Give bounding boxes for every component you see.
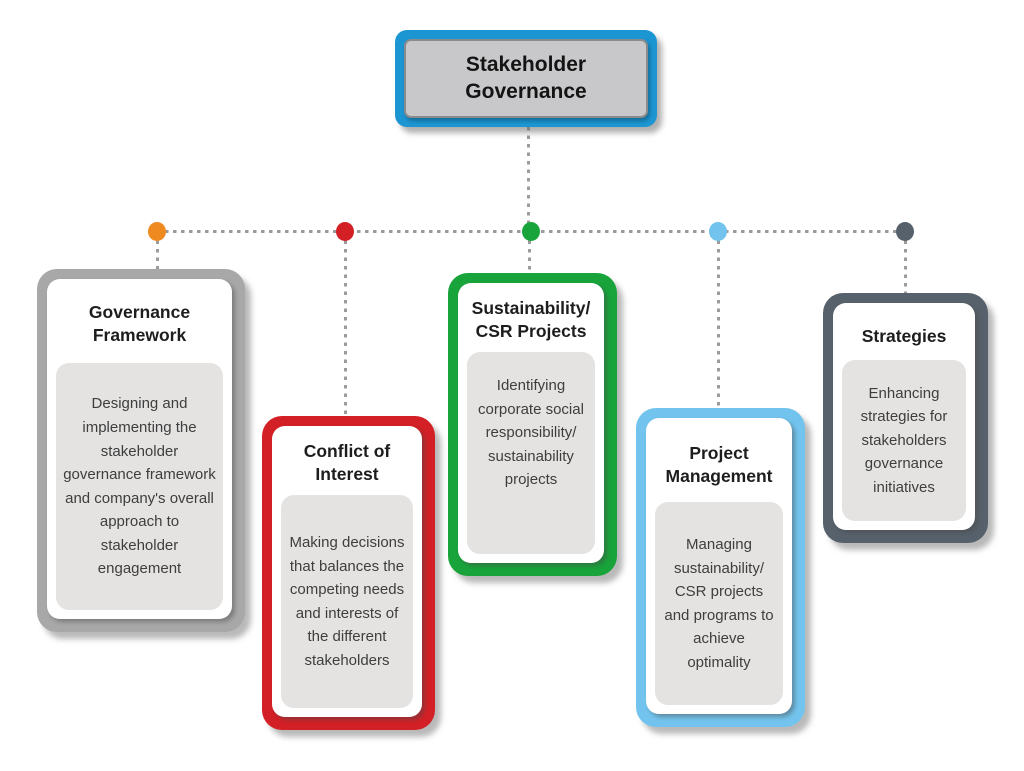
branch-dot-sustainability-csr: [522, 222, 540, 241]
connector-vertical-line-governance-framework: [156, 232, 159, 269]
connector-root-vertical-line: [527, 127, 530, 231]
card-sustainability-csr-projects: Sustainability/ CSR Projects Identifying…: [448, 273, 617, 576]
connector-vertical-line-project-management: [717, 232, 720, 408]
branch-dot-governance-framework: [148, 222, 166, 241]
root-node-panel: Stakeholder Governance: [404, 39, 648, 118]
card-body-panel: Making decisions that balances the compe…: [281, 495, 413, 708]
card-body-panel: Managing sustainability/ CSR projects an…: [655, 502, 783, 705]
card-body-text: Enhancing strategies for stakeholders go…: [860, 384, 948, 496]
card-body-text: Managing sustainability/ CSR projects an…: [664, 535, 774, 671]
connector-vertical-line-sustainability-csr: [528, 232, 531, 273]
card-governance-framework: Governance Framework Designing and imple…: [37, 269, 245, 632]
card-body-text: Identifying corporate social responsibil…: [478, 377, 584, 489]
branch-dot-conflict-of-interest: [336, 222, 354, 241]
card-body-panel: Designing and implementing the stakehold…: [56, 363, 223, 610]
card-project-management: Project Management Managing sustainabili…: [636, 408, 805, 727]
card-inner-panel: Project Management Managing sustainabili…: [646, 418, 792, 714]
connector-vertical-line-conflict-of-interest: [344, 232, 347, 416]
card-body-text: Designing and implementing the stakehold…: [63, 395, 216, 578]
card-title: Governance Framework: [88, 302, 191, 346]
card-strategies: Strategies Enhancing strategies for stak…: [823, 293, 988, 543]
card-inner-panel: Conflict of Interest Making decisions th…: [272, 426, 422, 717]
card-title: Project Management: [665, 443, 773, 487]
connector-vertical-line-strategies: [904, 232, 907, 293]
card-title: Conflict of Interest: [303, 441, 391, 485]
card-conflict-of-interest: Conflict of Interest Making decisions th…: [262, 416, 435, 730]
root-node: Stakeholder Governance: [395, 30, 657, 127]
card-title: Strategies: [861, 326, 947, 346]
branch-dot-strategies: [896, 222, 914, 241]
branch-dot-project-management: [709, 222, 727, 241]
root-node-title: Stakeholder Governance: [465, 52, 587, 103]
card-inner-panel: Sustainability/ CSR Projects Identifying…: [458, 283, 604, 563]
card-title: Sustainability/ CSR Projects: [471, 298, 591, 342]
card-inner-panel: Strategies Enhancing strategies for stak…: [833, 303, 975, 530]
card-body-panel: Enhancing strategies for stakeholders go…: [842, 360, 966, 521]
card-body-text: Making decisions that balances the compe…: [289, 533, 405, 669]
card-inner-panel: Governance Framework Designing and imple…: [47, 279, 232, 619]
card-body-panel: Identifying corporate social responsibil…: [467, 352, 595, 554]
